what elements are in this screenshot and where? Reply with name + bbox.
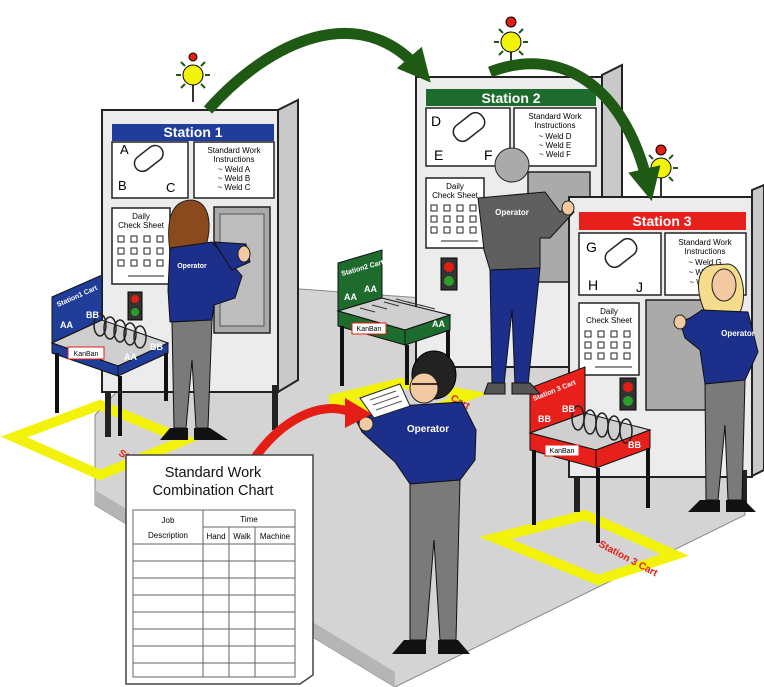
station2-bin-aa-1: AA [344, 292, 357, 302]
weld-point-a: A [120, 142, 129, 157]
station1-bin-bb: BB [86, 310, 99, 320]
weld-point-g: G [586, 239, 597, 255]
station3-instr-line1: Standard Work [678, 238, 732, 247]
chart-title-line1: Standard Work [165, 465, 262, 481]
weld-point-b: B [118, 178, 127, 193]
weld-point-e: E [434, 147, 443, 163]
station3-check-line1: Daily [600, 307, 618, 316]
station3-bin-bb-2: BB [562, 404, 575, 414]
station3-instr-line2: Instructions [685, 247, 726, 256]
station1-beacon-light [176, 53, 210, 102]
operator-center-label: Operator [407, 424, 449, 435]
station1-bin-aa: AA [60, 320, 73, 330]
weld-point-h: H [588, 277, 598, 293]
station2-title: Station 2 [481, 90, 540, 106]
station1-bin-aa-2: AA [124, 352, 137, 362]
station3-bin-bb-3: BB [628, 440, 641, 450]
station2-instr-line2: Instructions [535, 121, 576, 130]
operator-station3-label: Operator [721, 329, 755, 338]
station1-instr-line5: ~ Weld C [218, 183, 251, 192]
station1-instr-line4: ~ Weld B [218, 174, 251, 183]
flow-arrow-station1-to-station2 [208, 33, 420, 110]
station2-kanban-card: KanBan [357, 326, 382, 333]
weld-point-f: F [484, 147, 493, 163]
chart-col-walk: Walk [233, 532, 251, 541]
station2-instr-line3: ~ Weld D [539, 132, 572, 141]
station1-instr-line3: ~ Weld A [218, 165, 251, 174]
station3-title: Station 3 [632, 213, 691, 229]
station2-bin-aa-3: AA [432, 319, 445, 329]
station2-check-line2: Check Sheet [432, 191, 479, 200]
chart-col-job: Job [162, 516, 175, 525]
chart-title-line2: Combination Chart [153, 483, 274, 499]
station1-title: Station 1 [163, 124, 222, 140]
standard-work-combination-chart: Standard Work Combination Chart Job Desc… [126, 455, 313, 684]
station3-kanban-card: KanBan [550, 448, 575, 455]
station2-instr-line1: Standard Work [528, 112, 582, 121]
station1-bin-bb-2: BB [150, 342, 163, 352]
station1-check-line2: Check Sheet [118, 221, 165, 230]
chart-col-description: Description [148, 531, 188, 540]
station3-bin-bb-1: BB [538, 414, 551, 424]
chart-col-hand: Hand [206, 532, 225, 541]
station3-check-line2: Check Sheet [586, 316, 633, 325]
station1-check-line1: Daily [132, 212, 150, 221]
chart-col-time: Time [240, 515, 258, 524]
station1-kanban-card: KanBan [74, 351, 99, 358]
chart-col-machine: Machine [260, 532, 291, 541]
station1-instr-line2: Instructions [214, 155, 255, 164]
station2-instr-line4: ~ Weld E [539, 141, 572, 150]
station2-instr-line5: ~ Weld F [539, 150, 571, 159]
operator-station1-label: Operator [177, 263, 207, 270]
station2-bin-aa-2: AA [364, 284, 377, 294]
station1-instr-line1: Standard Work [207, 146, 261, 155]
weld-point-j: J [636, 279, 643, 295]
station2-check-line1: Daily [446, 182, 464, 191]
weld-point-d: D [431, 113, 441, 129]
weld-point-c: C [166, 180, 175, 195]
operator-station2-label: Operator [495, 208, 529, 217]
